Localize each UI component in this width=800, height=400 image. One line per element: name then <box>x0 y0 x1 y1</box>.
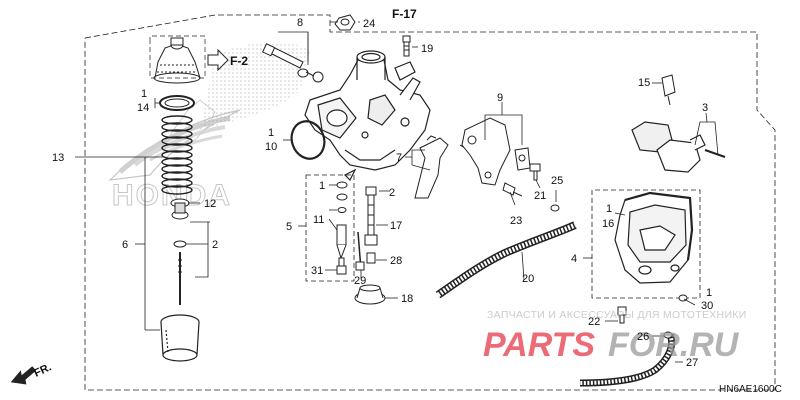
bracket-leaders <box>484 102 557 206</box>
callout-labels: 1 14 13 12 2 6 8 24 F-17 19 1 10 7 1 11 … <box>52 7 782 395</box>
callout-5: 5 <box>286 221 292 233</box>
callout-26: 26 <box>637 331 649 343</box>
callout-2b: 2 <box>389 187 395 199</box>
callout-15: 15 <box>638 77 650 89</box>
screw-19 <box>402 35 411 57</box>
callout-20: 20 <box>522 273 534 285</box>
callout-25: 25 <box>551 175 563 187</box>
vent-cap-3 <box>631 121 726 173</box>
spring <box>161 115 193 195</box>
callout-22: 22 <box>588 316 600 328</box>
jets <box>336 181 348 275</box>
cap-nut-24 <box>334 14 356 31</box>
ref-f17-label: F-17 <box>392 7 417 21</box>
diagram-code: HN6AE1600C <box>719 384 782 395</box>
drain-leaders <box>605 320 683 363</box>
callout-7: 7 <box>396 152 402 164</box>
callout-1d: 1 <box>606 203 612 215</box>
clip-26 <box>663 331 673 339</box>
screw-23 <box>502 182 523 197</box>
float-chamber-box <box>591 189 701 299</box>
callout-8: 8 <box>297 17 303 29</box>
drain-screw-22 <box>617 306 627 324</box>
fuel-hose-20 <box>435 221 577 299</box>
watermark-site-part2: FOR.RU <box>608 326 740 364</box>
callout-31: 31 <box>311 265 323 277</box>
callout-12: 12 <box>204 198 216 210</box>
callout-28: 28 <box>390 255 402 267</box>
clip-2 <box>173 240 187 248</box>
screw-21 <box>529 163 541 181</box>
callout-18: 18 <box>401 293 413 305</box>
callout-11: 11 <box>313 214 324 226</box>
float-chamber-4 <box>614 192 693 284</box>
callout-1b: 1 <box>268 127 274 139</box>
needle-jet-17 <box>355 186 378 271</box>
callout-19: 19 <box>421 43 433 55</box>
assembly-boundary <box>84 14 776 391</box>
vent-leaders <box>652 82 719 156</box>
partsfor-watermark: ЗАПЧАСТИ И АКСЕССУАРЫ ДЛЯ МОТОТЕХНИКИ PA… <box>483 309 747 364</box>
callout-4: 4 <box>571 253 577 265</box>
chamber-leaders <box>583 212 696 306</box>
choke-lever-7 <box>414 135 469 199</box>
carburetor-body <box>304 50 431 182</box>
front-direction-arrow: FR. <box>10 361 53 385</box>
ref-f2-label: F-2 <box>230 54 248 68</box>
f2-arrow: F-2 <box>207 48 248 72</box>
gasket-10 <box>290 120 326 160</box>
callout-21: 21 <box>534 190 546 202</box>
jet-needle <box>178 252 182 305</box>
callout-3: 3 <box>702 102 708 114</box>
o-ring-14 <box>159 95 195 111</box>
callout-16: 16 <box>602 218 614 230</box>
callout-6: 6 <box>122 239 128 251</box>
vent-15 <box>661 74 676 106</box>
honda-watermark-text: HONDA <box>112 179 232 212</box>
drain-18 <box>354 284 386 305</box>
drain-hose-27 <box>579 333 676 387</box>
left-leaders <box>75 98 210 331</box>
callout-24: 24 <box>363 18 375 30</box>
jet-set-box <box>305 174 355 282</box>
callout-10: 10 <box>265 141 277 153</box>
fr-label: FR. <box>32 361 53 379</box>
callout-2: 2 <box>212 239 218 251</box>
callout-9: 9 <box>497 92 503 104</box>
bracket-9 <box>461 117 531 186</box>
callout-29: 29 <box>354 275 366 287</box>
watermark-tagline: ЗАПЧАСТИ И АКСЕССУАРЫ ДЛЯ МОТОТЕХНИКИ <box>487 309 747 321</box>
center-leaders <box>278 21 431 171</box>
retainer-12 <box>170 198 190 220</box>
callout-17: 17 <box>390 220 402 232</box>
callout-30: 30 <box>701 300 713 312</box>
callout-27: 27 <box>686 357 698 369</box>
screw-8 <box>262 43 324 83</box>
honda-wing-watermark: HONDA <box>108 99 241 213</box>
dotted-watermark <box>200 42 310 130</box>
callout-1c: 1 <box>319 180 325 192</box>
throttle-valve <box>160 314 200 362</box>
top-cap-part <box>153 37 201 84</box>
callout-23: 23 <box>510 215 522 227</box>
clip-25 <box>550 204 560 212</box>
callout-13: 13 <box>52 152 64 164</box>
watermark-site-part1: PARTS <box>483 326 595 364</box>
jet-leaders <box>298 184 398 299</box>
gasket-16 <box>624 191 694 261</box>
callout-1: 1 <box>141 88 147 100</box>
callout-14: 14 <box>137 102 149 114</box>
callout-1e: 1 <box>706 287 712 299</box>
